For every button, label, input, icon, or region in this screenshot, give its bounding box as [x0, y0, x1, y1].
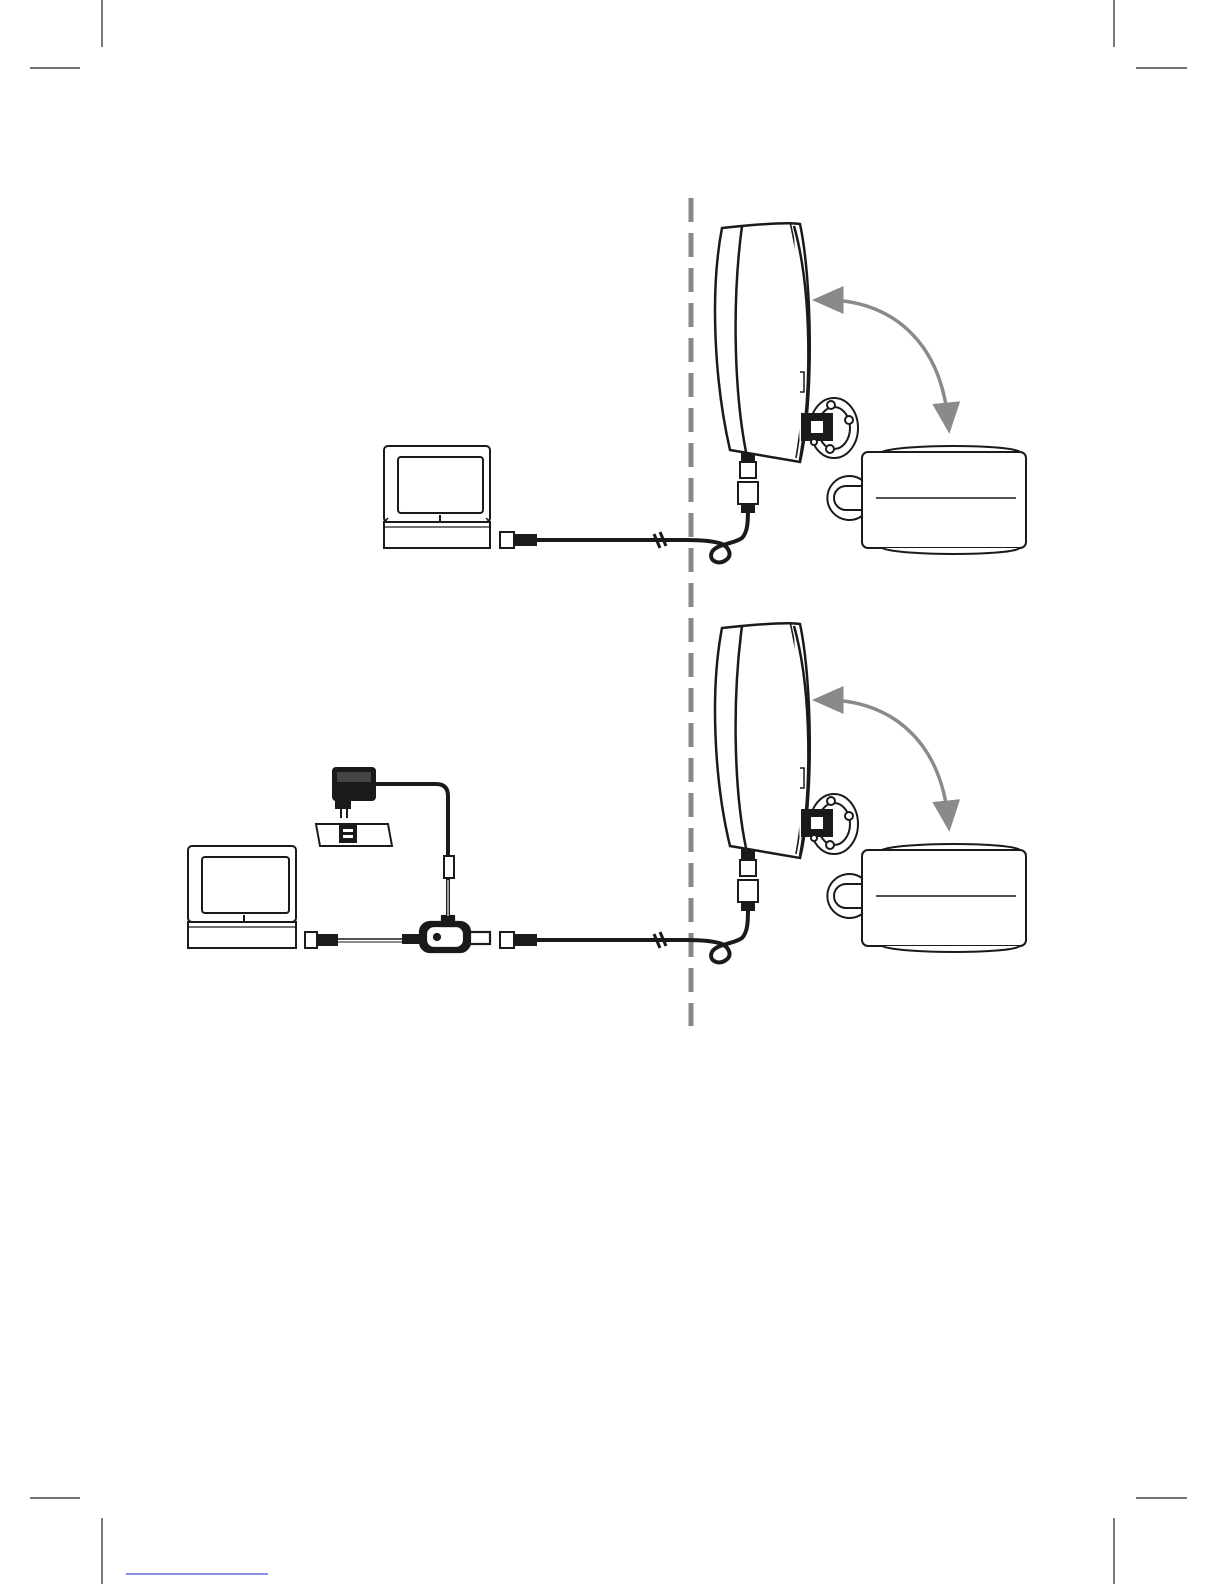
coax-plug-icon	[500, 532, 536, 548]
antenna-connector-icon	[738, 448, 758, 512]
power-adapter-icon	[333, 768, 375, 818]
coax-cable	[536, 508, 748, 562]
antenna-icon	[715, 622, 810, 858]
coax-plug-icon	[500, 932, 536, 948]
panel-direct-connection	[384, 222, 1026, 562]
window-icon	[827, 446, 1026, 554]
coax-cable	[536, 908, 748, 962]
tv-icon	[384, 446, 490, 548]
dc-plug-icon	[444, 856, 454, 878]
antenna-icon	[715, 222, 810, 462]
wall-mount-icon	[802, 398, 858, 458]
window-icon	[827, 844, 1026, 952]
connector-icon	[402, 934, 420, 944]
coax-plug-icon	[305, 932, 337, 948]
tv-icon	[188, 846, 296, 948]
power-adapter-cable	[376, 784, 448, 916]
crop-marks	[30, 0, 1187, 1584]
wall-mount-icon	[802, 794, 858, 854]
power-injector-icon	[420, 916, 490, 952]
antenna-connector-icon	[738, 846, 758, 910]
wall-socket-icon	[316, 824, 392, 846]
panel-amplified-connection	[188, 622, 1026, 962]
